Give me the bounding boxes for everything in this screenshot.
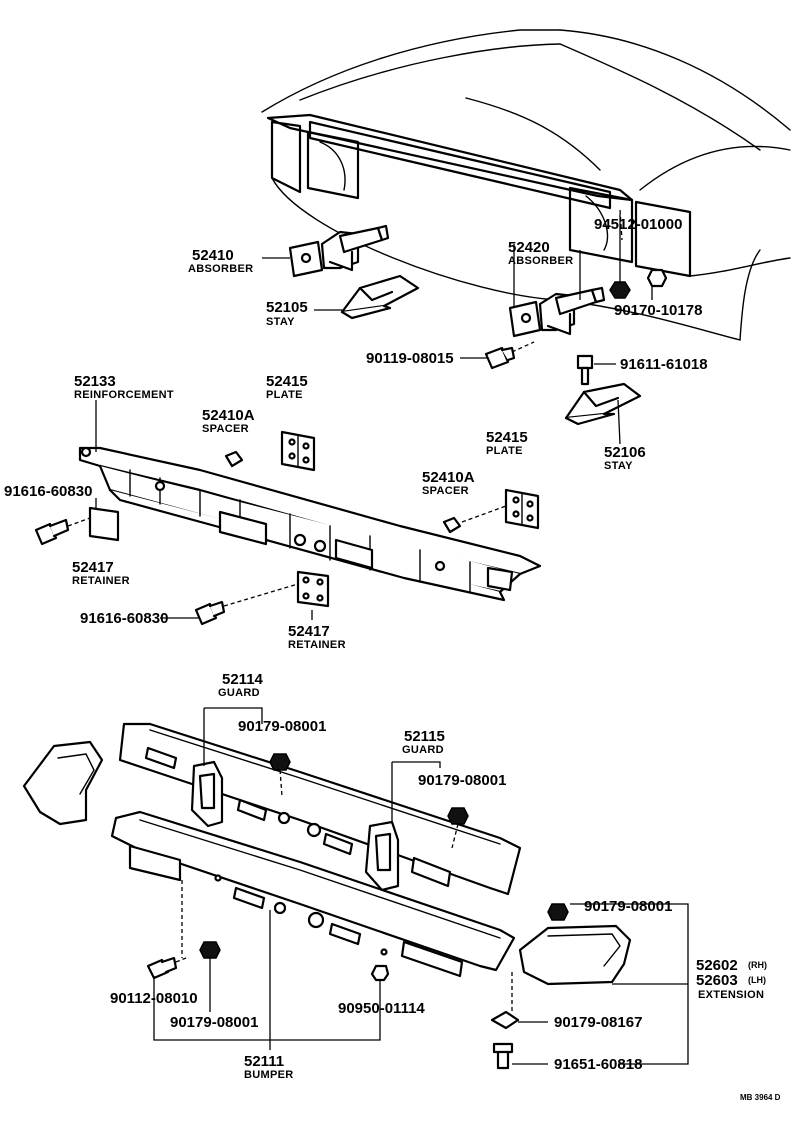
part-number-52410a-a: 52410A (202, 407, 255, 424)
part-name-spacer-a: SPACER (202, 423, 249, 435)
bumper-fasteners (146, 880, 569, 1070)
part-name-stay-lh: STAY (604, 460, 633, 472)
label-absorber-rh: 52410 ABSORBER (188, 247, 253, 275)
part-number-52133: 52133 (74, 373, 116, 390)
part-name-retainer-a: RETAINER (72, 575, 130, 587)
part-number-52106: 52106 (604, 444, 646, 461)
label-absorber-lh: 52420 ABSORBER (508, 239, 573, 267)
part-name-plate-b: PLATE (486, 445, 523, 457)
stay-lh-part (564, 382, 642, 426)
part-number-52115: 52115 (404, 728, 445, 745)
guard-2-part (364, 820, 400, 892)
part-number-90170-10178: 90170-10178 (614, 302, 702, 319)
part-number-52602: 52602 (696, 957, 738, 974)
label-stay-lh: 52106 STAY (604, 444, 646, 472)
part-number-90179-08001-c: 90179-08001 (584, 898, 672, 915)
part-number-90950-01114: 90950-01114 (338, 1000, 425, 1017)
label-plate-2: 52415 PLATE (486, 429, 528, 457)
part-name-bumper: BUMPER (244, 1069, 293, 1081)
part-number-52417-b: 52417 (288, 623, 330, 640)
absorber-rh-part (288, 224, 390, 278)
part-number-52410: 52410 (192, 247, 234, 264)
part-number-90179-08167: 90179-08167 (554, 1014, 642, 1031)
part-number-52415-b: 52415 (486, 429, 528, 446)
part-number-52105: 52105 (266, 299, 308, 316)
part-number-94512-01000: 94512-01000 (594, 216, 682, 233)
part-number-52415-a: 52415 (266, 373, 308, 390)
part-number-52420: 52420 (508, 239, 550, 256)
label-reinforcement: 52133 REINFORCEMENT (74, 373, 174, 401)
label-guard-1: 52114 GUARD (218, 671, 264, 699)
plate-1-part (280, 430, 316, 472)
label-extension: 52602 (RH) 52603 (LH) EXTENSION (696, 957, 767, 1001)
part-name-stay-rh: STAY (266, 316, 295, 328)
part-number-52114: 52114 (222, 671, 264, 688)
label-retainer-1: 52417 RETAINER (72, 559, 130, 587)
part-number-91651-60818: 91651-60818 (554, 1056, 642, 1073)
part-number-90179-08001-a: 90179-08001 (238, 718, 326, 735)
upper-bar-part (118, 722, 522, 896)
spacer-parts (224, 450, 507, 534)
lamp-nuts (609, 209, 668, 299)
leader-lines (95, 244, 689, 1065)
part-name-guard-b: GUARD (402, 744, 444, 756)
absorber-lh-part (508, 286, 606, 338)
bolt-absorber-part (484, 341, 535, 370)
extension-lh-part (518, 924, 632, 986)
part-name-absorber-lh: ABSORBER (508, 255, 573, 267)
retainer-2-part (296, 570, 330, 608)
guard-1-part (190, 760, 224, 828)
retainer-1-part (88, 506, 120, 542)
part-number-52410a-b: 52410A (422, 469, 475, 486)
part-number-52417-a: 52417 (72, 559, 114, 576)
part-number-90112-08010: 90112-08010 (110, 990, 198, 1007)
extension-rh-part (22, 740, 104, 826)
label-spacer-2: 52410A SPACER (422, 469, 475, 497)
part-number-91616-60830-b: 91616-60830 (80, 610, 168, 627)
part-number-90119-08015: 90119-08015 (366, 350, 454, 367)
bolt-mid-part (194, 583, 299, 626)
part-name-extension: EXTENSION (698, 989, 764, 1001)
part-number-91616-60830-a: 91616-60830 (4, 483, 92, 500)
part-name-spacer-b: SPACER (422, 485, 469, 497)
label-bumper: 52111 BUMPER (244, 1053, 293, 1081)
bumper-part (110, 810, 516, 978)
label-stay-rh: 52105 STAY (266, 299, 308, 328)
diagram-reference-code: MB 3964 D (740, 1093, 781, 1102)
part-name-plate-a: PLATE (266, 389, 303, 401)
bolt-stay-part (576, 354, 594, 386)
label-spacer-1: 52410A SPACER (202, 407, 255, 435)
part-number-52603: 52603 (696, 972, 738, 989)
part-number-90179-08001-b: 90179-08001 (418, 772, 506, 789)
guard-nuts (269, 753, 469, 849)
label-guard-2: 52115 GUARD (402, 728, 445, 756)
car-body-outline (261, 29, 791, 341)
label-retainer-2: 52417 RETAINER (288, 623, 346, 651)
reinforcement-part (78, 446, 542, 602)
part-name-absorber-rh: ABSORBER (188, 263, 253, 275)
part-name-retainer-b: RETAINER (288, 639, 346, 651)
part-suffix-rh: (RH) (748, 960, 767, 970)
part-name-reinforcement: REINFORCEMENT (74, 389, 174, 401)
part-number-52111: 52111 (244, 1053, 284, 1070)
part-suffix-lh: (LH) (748, 975, 766, 985)
bolt-left-part (34, 517, 91, 546)
plate-2-part (504, 488, 540, 530)
part-name-guard-a: GUARD (218, 687, 260, 699)
stay-rh-part (340, 274, 420, 320)
label-plate-1: 52415 PLATE (266, 373, 308, 401)
part-number-91611-61018: 91611-61018 (620, 356, 708, 373)
part-number-90179-08001-d: 90179-08001 (170, 1014, 258, 1031)
